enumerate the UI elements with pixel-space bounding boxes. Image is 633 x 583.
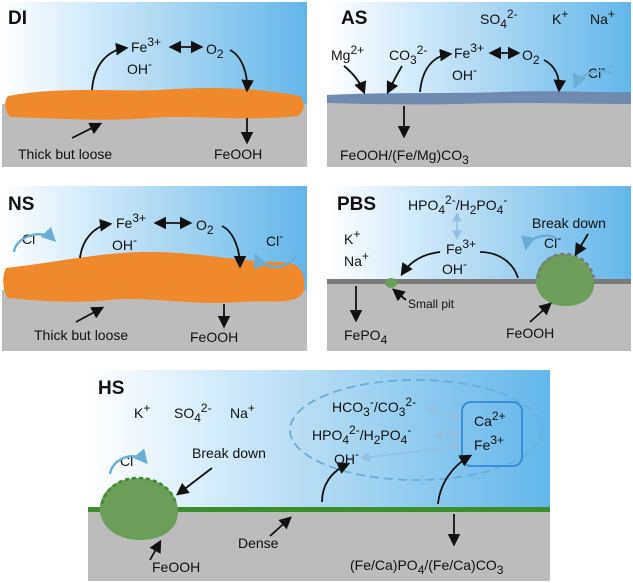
- panel-di-oh: OH-: [127, 57, 152, 77]
- panel-hs-product-mixed: (Fe/Ca)PO4/(Fe/Ca)CO3: [350, 557, 504, 577]
- panel-as-chloride-arrow: [572, 69, 613, 89]
- panel-hs-dense-pointer: [269, 516, 292, 537]
- panel-pbs-film: [327, 279, 631, 284]
- panel-di-o2-arrow: [229, 49, 254, 93]
- panel-di-layer-label: Thick but loose: [18, 146, 112, 162]
- panel-ns-o2-arrow: [221, 225, 247, 269]
- panel-pbs: PBS HPO42-/H2PO4- Break down K+ Na+ Fe3+…: [327, 186, 631, 351]
- panel-hs-film: [88, 507, 550, 512]
- panel-hs-ca: Ca2+: [474, 409, 506, 429]
- panel-pbs-na: Na+: [344, 249, 369, 269]
- panel-pbs-chloride-arrow: [521, 234, 557, 251]
- panel-di-rise-arrow: [91, 42, 129, 91]
- panel-hs-so4: SO42-: [174, 401, 212, 425]
- panel-as-steel: [327, 100, 631, 167]
- panel-hs: HS K+ SO42- Na+ Cl- Break down HCO3-/CO3…: [88, 370, 550, 581]
- panel-pbs-product-fepo4: FePO4: [344, 327, 388, 347]
- panel-di: DI Fe3+ OH- O2 Thick but loose FeOOH: [2, 2, 307, 167]
- panel-pbs-fe: Fe3+: [446, 237, 476, 257]
- panel-hs-break-deposit: [99, 478, 178, 540]
- panel-ns-rise-arrow: [79, 219, 113, 259]
- panel-hs-oh-arrow: [360, 442, 462, 462]
- panel-hs-break-pointer: [175, 467, 213, 496]
- panel-di-o2: O2: [206, 41, 224, 61]
- panel-ns-pointer-arrow: [75, 306, 105, 323]
- panel-as-so4: SO42-: [480, 7, 518, 31]
- panel-pbs-left-arrow: [400, 251, 441, 277]
- panel-as-k: K+: [552, 7, 568, 27]
- panel-pbs-right-arrow: [479, 251, 519, 279]
- panel-di-rust-layer: [5, 88, 304, 120]
- panel-ns-layer-label: Thick but loose: [34, 327, 128, 343]
- panel-pbs-break-outline: [536, 252, 596, 279]
- panel-as-rise-arrow: [419, 48, 453, 93]
- panel-as-co3: CO32-: [389, 43, 427, 67]
- panel-hs-ion-ellipse: [289, 379, 543, 481]
- panel-hs-dense-label: Dense: [238, 535, 279, 551]
- panel-hs-product-feooh: FeOOH: [152, 559, 200, 575]
- panel-hs-chloride-arrow: [108, 448, 148, 475]
- panel-as-fe: Fe3+: [454, 41, 484, 61]
- panel-as-mg: Mg2+: [331, 43, 364, 63]
- panel-di-fe: Fe3+: [131, 35, 161, 55]
- panel-di-product: FeOOH: [214, 146, 262, 162]
- panel-as-product: FeOOH/(Fe/Mg)CO3: [340, 147, 469, 167]
- panel-pbs-break-pointer: [574, 233, 589, 257]
- panel-ns-chloride-arrow-left: [12, 226, 57, 253]
- panel-as-title: AS: [341, 8, 367, 29]
- panel-ns-o2: O2: [196, 217, 214, 237]
- panel-as-deposit-layer: [327, 91, 631, 105]
- panel-di-title: DI: [8, 8, 27, 29]
- panel-as: AS SO42- K+ Na+ Mg2+ CO32- Fe3+ OH- O2 C…: [327, 2, 631, 167]
- panel-di-pointer-arrow: [71, 122, 103, 139]
- panel-hs-carbonate-arrow: [426, 405, 462, 421]
- panel-pbs-pit-label: Small pit: [408, 297, 455, 311]
- panel-pbs-break-label: Break down: [532, 215, 606, 231]
- panel-ns-cl-right: Cl-: [266, 229, 283, 249]
- panel-hs-fe: Fe3+: [474, 433, 504, 453]
- panel-as-co3-arrow: [386, 65, 403, 95]
- panel-ns-rust-layer: [3, 252, 305, 303]
- panel-pbs-product-feooh: FeOOH: [506, 325, 554, 341]
- panel-pbs-oh: OH-: [442, 257, 467, 277]
- panel-pbs-phosphate: HPO42-/H2PO4-: [408, 193, 507, 217]
- panel-pbs-feooh-arrow: [529, 302, 552, 323]
- panel-as-cl: Cl-: [588, 61, 605, 81]
- panel-hs-cation-box: [461, 401, 523, 467]
- panel-hs-cation-arrow: [437, 454, 473, 505]
- panel-hs-carbonate: HCO3-/CO32-: [332, 395, 416, 419]
- panel-as-mg-arrow: [343, 65, 367, 95]
- panel-as-o2: O2: [522, 47, 540, 67]
- panel-hs-break-label: Break down: [192, 445, 266, 461]
- panel-pbs-k: K+: [344, 227, 360, 247]
- panel-ns-fe: Fe3+: [116, 211, 146, 231]
- panel-hs-phosphate: HPO42-/H2PO4-: [312, 423, 411, 447]
- panel-pbs-cl: Cl-: [544, 231, 561, 251]
- panel-ns-oh: OH-: [112, 233, 137, 253]
- panel-hs-title: HS: [98, 378, 124, 399]
- panel-pbs-pit-pointer: [392, 288, 407, 302]
- panel-hs-phosphate-arrow: [432, 429, 462, 441]
- panel-pbs-small-pit: [385, 278, 397, 288]
- panel-hs-feooh-arrow: [149, 539, 162, 561]
- panel-pbs-title: PBS: [337, 194, 376, 215]
- panel-as-na: Na+: [590, 7, 615, 27]
- panel-ns-chloride-arrow-right: [253, 253, 298, 270]
- panel-pbs-break-deposit: [535, 254, 594, 306]
- panel-hs-na: Na+: [230, 401, 255, 421]
- panel-hs-rise-arrow: [321, 462, 351, 503]
- panel-ns-product: FeOOH: [190, 329, 238, 345]
- panel-ns-title: NS: [8, 194, 34, 215]
- panel-hs-k: K+: [134, 401, 150, 421]
- panel-as-oh: OH-: [452, 63, 477, 83]
- panel-ns: NS Cl- Fe3+ OH- O2 Cl- Thick but loose F…: [2, 186, 307, 351]
- panel-as-o2-arrow: [543, 59, 567, 93]
